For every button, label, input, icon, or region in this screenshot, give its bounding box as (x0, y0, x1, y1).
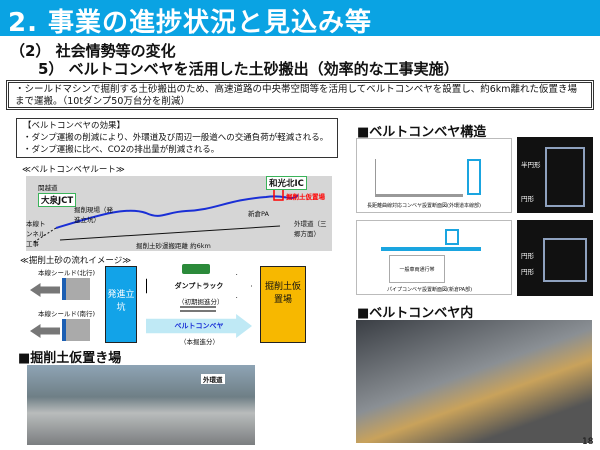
structure-heading: ■ベルトコンベヤ構造 (357, 125, 487, 140)
conveyor-inside-photo (356, 320, 592, 443)
slide-title: 2. 事業の進捗状況と見込み等 (8, 8, 373, 38)
label-site: 掘削現場（発進立坑） (74, 206, 113, 224)
3d-model-2: 円形 円形 (517, 220, 593, 296)
route-map: 関越道 大泉JCT 和光北IC 掘削土仮置場 掘削現場（発進立坑） 本線トンネル… (26, 176, 332, 251)
arrow-left-icon (30, 324, 60, 338)
subsection-heading: 5） ベルトコンベヤを活用した土砂搬出（効率的な工事実施） (38, 60, 459, 78)
caption-1: 長距離曲線対応コンベヤ設置断面図(外環道本線部) (367, 203, 481, 209)
summary-box: ・シールドマシンで掘削する土砂搬出のため、高速道路の中央帯空間等を活用してベルト… (6, 80, 594, 110)
effect-item: ・ダンプ運搬の削減により、外環道及び周辺一般道への交通負荷が軽減される。 (23, 133, 329, 143)
label-wako-kita-ic: 和光北IC (266, 176, 307, 190)
launch-shaft: 発進立坑 (105, 266, 137, 343)
effects-heading: 【ベルトコンベヤの効果】 (23, 121, 126, 131)
label-oizumi-jct: 大泉JCT (38, 193, 77, 207)
label-niikura-pa: 新倉PA (248, 210, 269, 218)
label-tunnel: 本線トンネル工事 (26, 220, 46, 248)
inside-heading: ■ベルトコンベヤ内 (357, 306, 474, 321)
truck-arrow: ダンプトラック (146, 274, 252, 298)
yard-photo: 外環道 (27, 365, 255, 445)
cross-section-drawing-2: 一般車両通行帯 パイプコンベヤ設置断面図(新倉PA部) (356, 220, 512, 295)
conveyor-icon (180, 306, 216, 312)
shield-machine-icon (62, 319, 90, 341)
label-gaikan-photo: 外環道 (201, 374, 225, 384)
conveyor-note: （本掘進分） (180, 338, 219, 346)
label-gaikan: 外環道（三郷方面） (294, 220, 327, 238)
effect-item: ・ダンプ運搬に比べ、CO2の排出量が削減される。 (23, 145, 220, 155)
cross-section-drawing-1: 長距離曲線対応コンベヤ設置断面図(外環道本線部) (356, 138, 512, 213)
label-lane: 一般車両通行帯 (389, 255, 445, 283)
label-yard: 掘削土仮置場 (286, 193, 325, 201)
label-north: 本線シールド(北行) (38, 269, 96, 277)
flow-heading: ≪掘削土砂の流れイメージ≫ (20, 256, 132, 266)
title-bar: 2. 事業の進捗状況と見込み等 (0, 0, 600, 38)
3d-model-1: 半円形 円形 (517, 137, 593, 213)
label-kanetsu: 関越道 (38, 184, 58, 192)
label-round: 円形 (521, 268, 534, 276)
arrow-left-icon (30, 283, 60, 297)
page-number: 18 (582, 437, 594, 447)
label-round: 円形 (521, 252, 534, 260)
label-round: 円形 (521, 195, 534, 203)
yard-box: 掘削土仮置場 (260, 266, 306, 343)
dump-truck-icon (182, 264, 210, 274)
effects-box: 【ベルトコンベヤの効果】 ・ダンプ運搬の削減により、外環道及び周辺一般道への交通… (16, 118, 338, 158)
truck-note: （初期掘進分） (178, 298, 224, 306)
conveyor-arrow: ベルトコンベヤ (146, 314, 252, 338)
caption-2: パイプコンベヤ設置断面図(新倉PA部) (387, 287, 473, 293)
label-south: 本線シールド(南行) (38, 310, 96, 318)
label-half-round: 半円形 (521, 161, 541, 169)
yard-heading: ■掘削土仮置き場 (18, 351, 122, 366)
route-heading: ≪ベルトコンベヤルート≫ (22, 165, 125, 175)
section-heading: （2） 社会情勢等の変化 (10, 42, 176, 60)
shield-machine-icon (62, 278, 90, 300)
label-distance: 掘削土砂運搬距離 約6km (136, 242, 211, 250)
